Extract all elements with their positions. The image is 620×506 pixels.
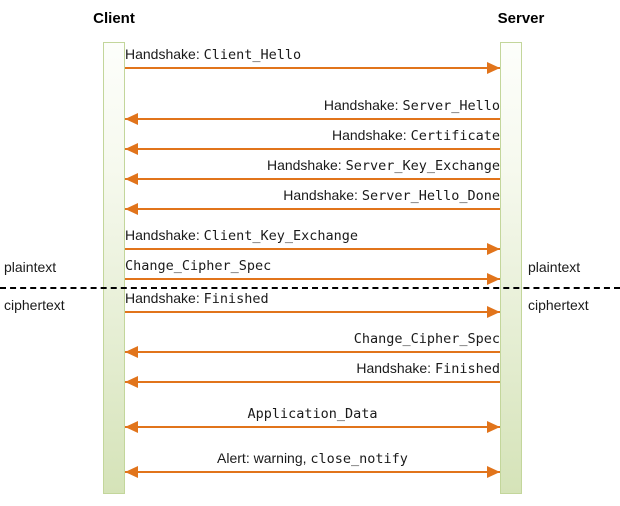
- message-prefix: Handshake:: [323, 97, 403, 113]
- message-name: Change_Cipher_Spec: [353, 331, 500, 347]
- arrowhead-left-icon: [125, 143, 138, 155]
- message-arrow-line: [125, 351, 500, 353]
- message-label: Handshake: Client_Hello: [125, 46, 500, 64]
- message-prefix: Handshake:: [356, 360, 435, 376]
- arrowhead-left-icon: [125, 421, 138, 433]
- message-arrow-line: [125, 148, 500, 150]
- message-label: Alert: warning, close_notify: [125, 450, 500, 468]
- message-prefix: Handshake:: [283, 187, 362, 203]
- message-name: Client_Key_Exchange: [203, 228, 359, 244]
- lifeline-client: [103, 42, 125, 494]
- arrowhead-left-icon: [125, 376, 138, 388]
- actor-label-server: Server: [497, 10, 545, 27]
- message-arrow-line: [125, 178, 500, 180]
- message-label: Handshake: Certificate: [125, 127, 500, 145]
- message-prefix: Handshake:: [125, 290, 204, 306]
- message-name: Finished: [434, 361, 500, 377]
- message-arrow-line: [125, 208, 500, 210]
- arrowhead-right-icon: [487, 273, 500, 285]
- annotation-ciphertext-server: ciphertext: [528, 297, 589, 313]
- message-prefix: Handshake:: [331, 127, 411, 143]
- message-label: Application_Data: [125, 405, 500, 423]
- message-label: Change_Cipher_Spec: [125, 330, 500, 348]
- message-prefix: Alert: warning,: [217, 450, 311, 466]
- message-arrow-line: [125, 471, 500, 473]
- crypto-boundary-divider: [0, 287, 620, 289]
- annotation-plaintext-server: plaintext: [528, 259, 581, 275]
- message-name: Change_Cipher_Spec: [125, 258, 272, 274]
- message-name: Server_Hello: [402, 98, 500, 114]
- message-arrow-line: [125, 278, 500, 280]
- message-label: Handshake: Server_Hello: [125, 97, 500, 115]
- message-label: Handshake: Finished: [125, 290, 500, 308]
- message-name: Finished: [203, 291, 269, 307]
- message-label: Handshake: Client_Key_Exchange: [125, 227, 500, 245]
- arrowhead-left-icon: [125, 113, 138, 125]
- annotation-plaintext-client: plaintext: [4, 259, 57, 275]
- lifeline-server: [500, 42, 522, 494]
- arrowhead-right-icon: [487, 306, 500, 318]
- message-arrow-line: [125, 248, 500, 250]
- message-arrow-line: [125, 118, 500, 120]
- message-name: Server_Hello_Done: [361, 188, 500, 204]
- message-label: Handshake: Server_Hello_Done: [125, 187, 500, 205]
- message-label: Handshake: Finished: [125, 360, 500, 378]
- arrowhead-left-icon: [125, 173, 138, 185]
- message-arrow-line: [125, 426, 500, 428]
- arrowhead-right-icon: [487, 243, 500, 255]
- message-arrow-line: [125, 67, 500, 69]
- actor-label-client: Client: [93, 10, 135, 27]
- message-name: close_notify: [310, 451, 408, 467]
- arrowhead-left-icon: [125, 466, 138, 478]
- arrowhead-left-icon: [125, 346, 138, 358]
- message-name: Certificate: [410, 128, 500, 144]
- arrowhead-right-icon: [487, 421, 500, 433]
- annotation-ciphertext-client: ciphertext: [4, 297, 65, 313]
- arrowhead-right-icon: [487, 62, 500, 74]
- message-name: Client_Hello: [203, 47, 302, 63]
- message-name: Application_Data: [247, 406, 378, 422]
- arrowhead-right-icon: [487, 466, 500, 478]
- arrowhead-left-icon: [125, 203, 138, 215]
- message-arrow-line: [125, 381, 500, 383]
- message-label: Change_Cipher_Spec: [125, 257, 500, 275]
- message-arrow-line: [125, 311, 500, 313]
- message-label: Handshake: Server_Key_Exchange: [125, 157, 500, 175]
- message-name: Server_Key_Exchange: [345, 158, 500, 174]
- message-prefix: Handshake:: [125, 227, 204, 243]
- message-prefix: Handshake:: [125, 46, 204, 62]
- message-prefix: Handshake:: [266, 157, 346, 173]
